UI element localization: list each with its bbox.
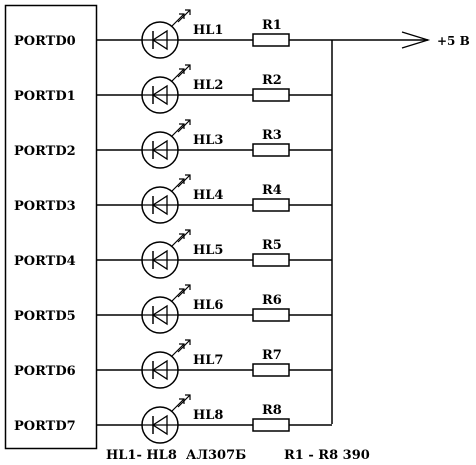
led-label: HL7 [193, 353, 223, 368]
resistor [252, 88, 290, 102]
resistor-label: R3 [262, 128, 282, 143]
light-ray [177, 339, 191, 353]
light-ray [177, 394, 191, 408]
resistor-label: R8 [262, 403, 282, 418]
light-ray [177, 284, 191, 298]
light-ray [171, 123, 185, 137]
light-arrow-icon [185, 284, 191, 290]
light-arrow-icon [185, 229, 191, 235]
port-label: PORTD3 [14, 199, 76, 214]
light-ray [177, 64, 191, 78]
led-type-note: HL1- HL8 АЛ307Б [106, 448, 246, 463]
led-row: PORTD2 HL3 R3 [14, 119, 332, 169]
light-ray [171, 68, 185, 82]
port-label: PORTD1 [14, 89, 76, 104]
led-row: PORTD5 HL6 R6 [14, 284, 332, 334]
led-label: HL2 [193, 78, 223, 93]
led-label: HL8 [193, 408, 223, 423]
led-row: PORTD1 HL2 R2 [14, 64, 332, 114]
led-row: PORTD7 HL8 R8 [14, 394, 332, 444]
led-row: PORTD3 HL4 R4 [14, 174, 332, 224]
light-arrow-icon [179, 288, 185, 294]
led-row: PORTD4 HL5 R5 [14, 229, 332, 279]
supply-arrow-icon [401, 31, 431, 49]
supply-label: +5 В [437, 34, 470, 48]
resistor [252, 308, 290, 322]
resistor-label: R6 [262, 293, 282, 308]
light-ray [171, 288, 185, 302]
port-label: PORTD4 [14, 254, 76, 269]
light-ray [177, 229, 191, 243]
light-arrow-icon [179, 343, 185, 349]
light-arrow-icon [179, 123, 185, 129]
led-label: HL4 [193, 188, 223, 203]
light-arrow-icon [185, 64, 191, 70]
resistor [252, 33, 290, 47]
light-arrow-icon [185, 174, 191, 180]
light-ray [171, 13, 185, 27]
resistor-label: R1 [262, 18, 282, 33]
port-label: PORTD6 [14, 364, 76, 379]
light-arrow-icon [179, 178, 185, 184]
led-label: HL5 [193, 243, 223, 258]
led-label: HL6 [193, 298, 223, 313]
resistor [252, 198, 290, 212]
light-arrow-icon [179, 233, 185, 239]
led-label: HL1 [193, 23, 223, 38]
light-ray [171, 178, 185, 192]
light-ray [177, 9, 191, 23]
light-arrow-icon [185, 119, 191, 125]
light-arrow-icon [185, 394, 191, 400]
light-ray [177, 174, 191, 188]
light-arrow-icon [179, 398, 185, 404]
light-arrow-icon [185, 9, 191, 15]
resistor [252, 363, 290, 377]
port-label: PORTD0 [14, 34, 76, 49]
light-ray [177, 119, 191, 133]
resistor [252, 143, 290, 157]
resistor-label: R2 [262, 73, 282, 88]
led-row: PORTD0 HL1 R1 [14, 9, 332, 59]
port-label: PORTD7 [14, 419, 76, 434]
led-label: HL3 [193, 133, 223, 148]
resistor-label: R5 [262, 238, 282, 253]
port-label: PORTD2 [14, 144, 76, 159]
port-label: PORTD5 [14, 309, 76, 324]
light-arrow-icon [179, 13, 185, 19]
mcu-port-block [4, 4, 98, 450]
resistor-label: R4 [262, 183, 282, 198]
light-ray [171, 233, 185, 247]
resistor-label: R7 [262, 348, 282, 363]
resistor-value-note: R1 - R8 390 [284, 448, 370, 463]
light-ray [171, 398, 185, 412]
light-ray [171, 343, 185, 357]
light-arrow-icon [185, 339, 191, 345]
led-row: PORTD6 HL7 R7 [14, 339, 332, 389]
resistor [252, 418, 290, 432]
resistor [252, 253, 290, 267]
light-arrow-icon [179, 68, 185, 74]
